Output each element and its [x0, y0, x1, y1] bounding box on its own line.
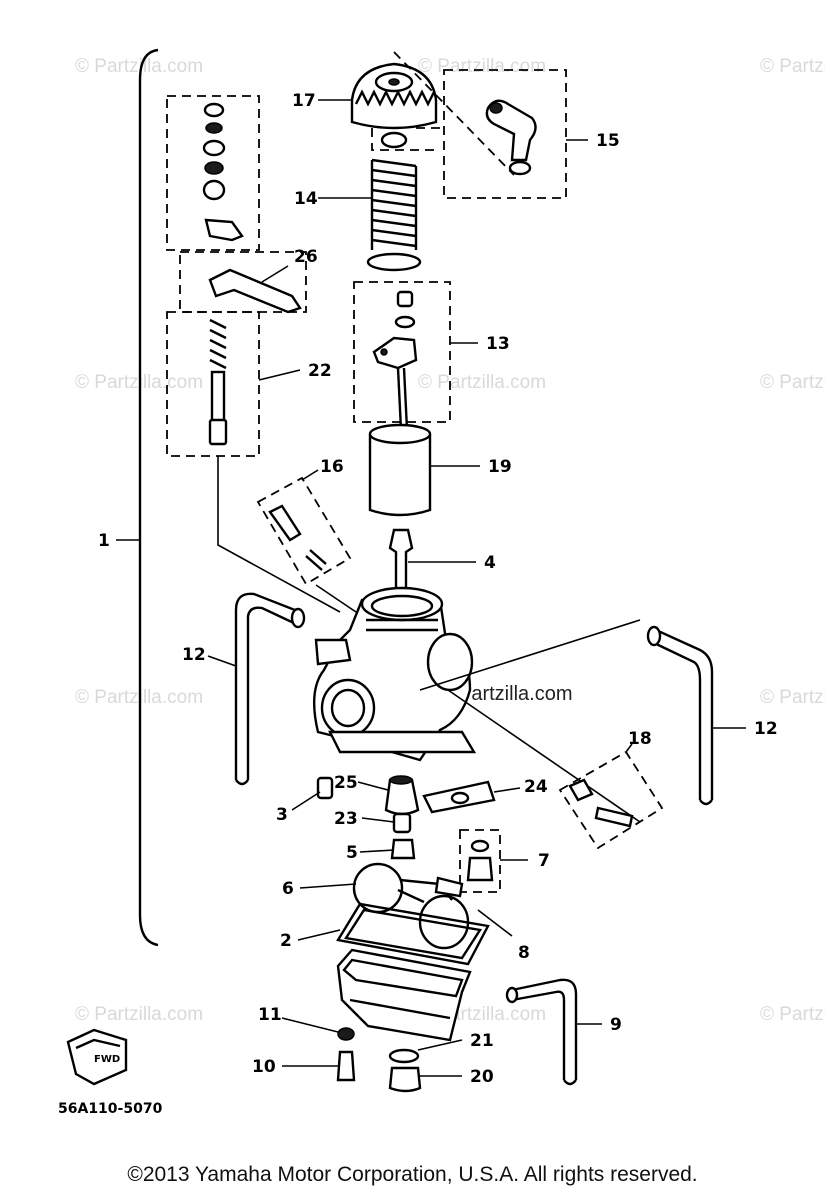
callout-16: 16: [320, 457, 344, 477]
callout-23: 23: [334, 809, 358, 829]
callout-25: 25: [334, 773, 358, 793]
watermark-8: © Partzilla.com: [760, 687, 825, 708]
part-12-vent-tube-left: [234, 592, 306, 786]
part-21-o-ring: [388, 1048, 420, 1064]
callout-12-left: 12: [182, 645, 206, 665]
callout-20: 20: [470, 1067, 494, 1087]
callout-2: 2: [280, 931, 292, 951]
watermark-2: © Partzilla.com: [418, 56, 546, 77]
callout-6: 6: [282, 879, 294, 899]
callout-15: 15: [596, 131, 620, 151]
callout-21: 21: [470, 1031, 494, 1051]
part-5-main-jet: [390, 838, 416, 860]
part-25-jet-holder: [384, 775, 420, 816]
watermark-11: © Partzilla.com: [760, 1004, 825, 1025]
watermark-5: © Partzilla.com: [418, 372, 546, 393]
callout-13: 13: [486, 334, 510, 354]
leader-lines: [207, 99, 746, 1077]
part-24-plate: [422, 780, 496, 814]
callout-10: 10: [252, 1057, 276, 1077]
watermark-dark: Partzilla.com: [458, 683, 572, 705]
part-3-screw: [316, 776, 334, 800]
part-11-gasket: [337, 1027, 355, 1041]
float-bowl: [336, 948, 472, 1042]
part-15-cable-adjuster: [371, 51, 567, 199]
watermark-3: © Partzilla.com: [760, 56, 825, 77]
part-12-vent-tube-right: [646, 625, 714, 806]
part-6-float: [352, 862, 470, 950]
callout-7: 7: [538, 851, 550, 871]
callout-4: 4: [484, 553, 496, 573]
callout-12-right: 12: [754, 719, 778, 739]
part-2-float-gasket: [336, 902, 490, 966]
callout-14: 14: [294, 189, 318, 209]
copyright-notice: ©2013 Yamaha Motor Corporation, U.S.A. A…: [127, 1163, 698, 1186]
part-20-plug: [388, 1066, 422, 1093]
callout-24: 24: [524, 777, 548, 797]
fwd-arrow-icon: FWD: [66, 1028, 128, 1086]
callouts: 1 2 3 4 5 6 7 8 9 10 11 12 12 13 14 15 1…: [98, 91, 778, 1087]
callout-3: 3: [276, 805, 288, 825]
part-9-overflow-hose: [505, 978, 578, 1086]
callout-8: 8: [518, 943, 530, 963]
watermark-9: © Partzilla.com: [75, 1004, 203, 1025]
part-16-air-screw: [256, 476, 357, 613]
part-7-needle-valve: [459, 829, 501, 893]
watermark-6: © Partzilla.com: [760, 372, 825, 393]
callout-1: 1: [98, 531, 110, 551]
part-17-top-cap: [350, 62, 438, 149]
watermarks: © Partzilla.com © Partzilla.com © Partzi…: [75, 56, 825, 1025]
callout-19: 19: [488, 457, 512, 477]
assembly-bracket: [138, 48, 159, 947]
callout-22: 22: [308, 361, 332, 381]
callout-17: 17: [292, 91, 316, 111]
part-18-idle-screw: [558, 750, 664, 850]
fwd-label: FWD: [94, 1054, 120, 1065]
callout-5: 5: [346, 843, 358, 863]
part-14-spring: [366, 158, 422, 272]
diagram-code: 56A110-5070: [58, 1101, 163, 1117]
part-4-needle-jet: [388, 528, 414, 592]
callout-9: 9: [610, 1015, 622, 1035]
carburetor-body: [313, 586, 641, 823]
callout-18: 18: [628, 729, 652, 749]
part-10-drain-screw: [336, 1050, 356, 1082]
callout-26: 26: [294, 247, 318, 267]
part-19-throttle-valve: [368, 423, 432, 517]
watermark-1: © Partzilla.com: [75, 56, 203, 77]
callout-11: 11: [258, 1005, 282, 1025]
part-23-washer: [392, 812, 412, 834]
part-26-22-starter-group: [166, 95, 341, 613]
